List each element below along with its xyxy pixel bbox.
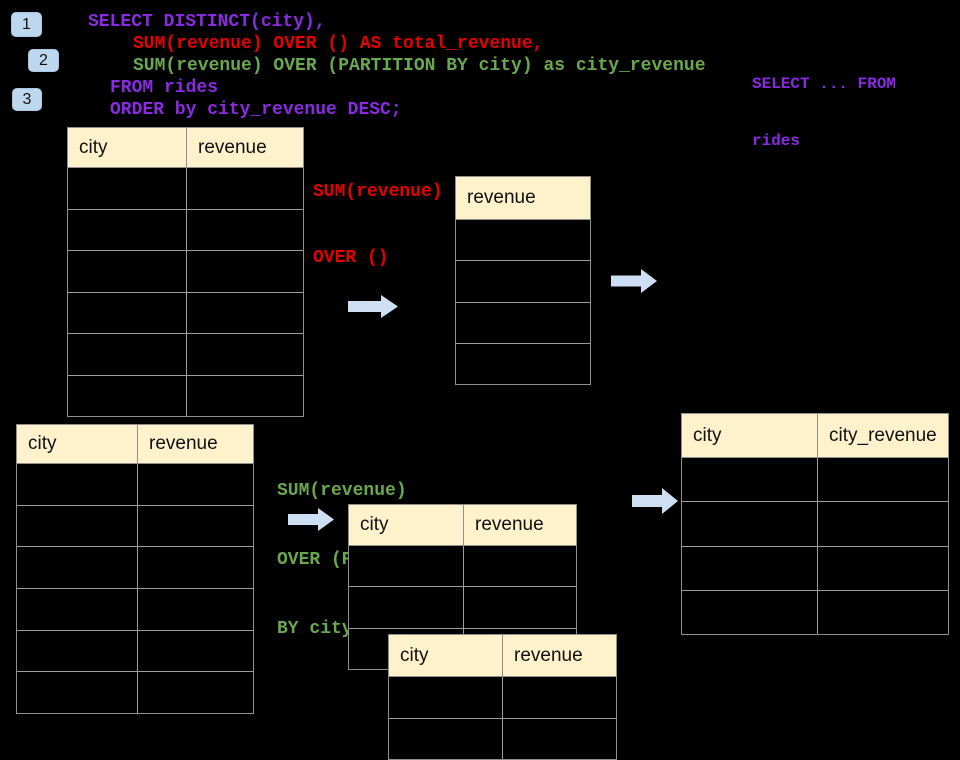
table-row	[68, 168, 303, 210]
table-row	[456, 261, 590, 303]
total-window-line-1: SUM(revenue)	[313, 182, 443, 202]
arrow-right-icon	[632, 488, 678, 514]
table-body	[682, 458, 948, 634]
column-header-revenue: revenue	[464, 505, 576, 546]
table-row	[456, 220, 590, 262]
step-badge-2: 2	[28, 49, 59, 72]
table-row	[17, 506, 253, 548]
sql-line-order-by: ORDER by city_revenue DESC;	[110, 100, 402, 120]
total-window-line-2: OVER ()	[313, 248, 389, 268]
side-note-line-1: SELECT ... FROM	[752, 75, 897, 93]
column-divider	[186, 168, 187, 416]
table-source-top: city revenue	[67, 127, 304, 417]
column-header-revenue: revenue	[503, 635, 616, 677]
table-row	[17, 631, 253, 673]
table-row	[682, 458, 948, 503]
column-header-city: city	[389, 635, 503, 677]
table-row	[68, 251, 303, 293]
column-divider	[502, 677, 503, 759]
column-header-city-revenue: city_revenue	[818, 414, 948, 458]
sql-line-total-revenue: SUM(revenue) OVER () AS total_revenue,	[133, 34, 544, 54]
table-row	[68, 210, 303, 251]
table-row	[68, 293, 303, 334]
table-row	[349, 587, 576, 629]
column-header-city: city	[682, 414, 818, 458]
table-city-revenue-result: city city_revenue	[681, 413, 949, 635]
column-header-revenue: revenue	[456, 177, 590, 220]
column-header-city: city	[349, 505, 464, 546]
table-row	[456, 344, 590, 384]
total-window-annotation: SUM(revenue) OVER ()	[313, 137, 443, 291]
table-row	[68, 334, 303, 376]
sql-line-city-revenue: SUM(revenue) OVER (PARTITION BY city) as…	[133, 56, 706, 76]
sql-line-select: SELECT DISTINCT(city),	[88, 12, 326, 32]
partition-window-line-1: SUM(revenue)	[277, 481, 407, 501]
table-row	[17, 547, 253, 590]
table-body	[349, 546, 576, 669]
step-badge-3: 3	[12, 88, 42, 111]
table-partitioned-overlay: city revenue	[388, 634, 617, 760]
table-row	[17, 464, 253, 506]
side-note: SELECT ... FROM rides	[752, 37, 896, 170]
arrow-right-icon	[348, 295, 398, 318]
table-total-revenue-result: revenue	[455, 176, 591, 385]
table-row	[456, 303, 590, 344]
arrow-right-icon	[288, 508, 334, 531]
table-source-bottom: city revenue	[16, 424, 254, 714]
column-divider	[463, 546, 464, 669]
table-row	[682, 502, 948, 547]
side-note-line-2: rides	[752, 132, 801, 150]
table-row	[682, 591, 948, 634]
column-header-revenue: revenue	[138, 425, 253, 464]
column-header-city: city	[17, 425, 138, 464]
column-header-revenue: revenue	[187, 128, 303, 168]
table-body	[456, 220, 590, 384]
table-row	[682, 547, 948, 591]
step-badge-1: 1	[11, 12, 42, 37]
table-body	[17, 464, 253, 713]
sql-line-from: FROM rides	[110, 78, 219, 98]
table-row	[17, 589, 253, 631]
table-row	[349, 546, 576, 588]
table-row	[17, 672, 253, 713]
arrow-right-icon	[611, 269, 657, 293]
column-divider	[817, 458, 818, 634]
column-header-city: city	[68, 128, 187, 168]
column-divider	[137, 464, 138, 713]
table-body	[68, 168, 303, 416]
